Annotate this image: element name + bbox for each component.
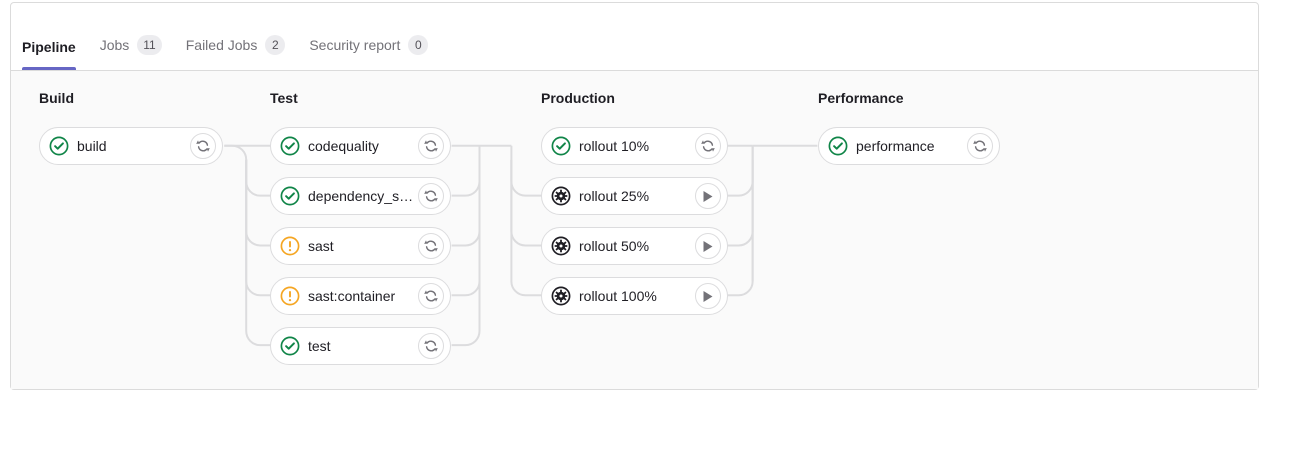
retry-icon (424, 189, 438, 203)
status-warning-icon (280, 286, 300, 306)
tab-jobs-label: Jobs (99, 37, 130, 53)
pipeline-graph: Build build Test codequality dependency_s…sa… (11, 71, 1258, 389)
retry-button[interactable] (695, 133, 721, 159)
tab-failed-jobs[interactable]: Failed Jobs 2 (174, 35, 298, 70)
connector-line (245, 159, 272, 297)
retry-button[interactable] (190, 133, 216, 159)
retry-button[interactable] (418, 133, 444, 159)
play-icon (702, 290, 714, 303)
tab-failed-jobs-badge: 2 (265, 35, 286, 55)
connector-line (510, 159, 542, 297)
tab-pipeline-label: Pipeline (22, 39, 76, 55)
retry-icon (973, 139, 987, 153)
job-sast[interactable]: sast (270, 227, 451, 265)
job-test[interactable]: test (270, 327, 451, 365)
job-name: build (77, 138, 107, 154)
tab-failed-jobs-label: Failed Jobs (185, 37, 258, 53)
status-success-icon (49, 136, 69, 156)
tab-jobs[interactable]: Jobs 11 (88, 35, 174, 70)
retry-icon (424, 289, 438, 303)
connector-line (727, 145, 754, 297)
play-button[interactable] (695, 233, 721, 259)
retry-button[interactable] (418, 233, 444, 259)
retry-button[interactable] (967, 133, 993, 159)
connector-line (245, 159, 272, 197)
connector-line (510, 159, 542, 197)
status-success-icon (828, 136, 848, 156)
status-manual-icon (551, 236, 571, 256)
stage-production-title: Production (541, 90, 615, 106)
job-name: rollout 50% (579, 238, 650, 254)
job-name: sast:container (308, 288, 396, 304)
connector-line (727, 145, 754, 197)
connector-line (727, 145, 754, 247)
job-rollout-100[interactable]: rollout 100% (541, 277, 728, 315)
job-dependency-s[interactable]: dependency_s… (270, 177, 451, 215)
play-button[interactable] (695, 283, 721, 309)
connector-line (451, 145, 481, 297)
job-sast-container[interactable]: sast:container (270, 277, 451, 315)
connector-line (510, 159, 542, 247)
connector-line (224, 144, 272, 347)
play-icon (702, 240, 714, 253)
pipeline-card: Pipeline Jobs 11 Failed Jobs 2 Security … (10, 2, 1259, 390)
job-name: rollout 25% (579, 188, 650, 204)
job-rollout-50[interactable]: rollout 50% (541, 227, 728, 265)
stage-test-title: Test (270, 90, 298, 106)
job-codequality[interactable]: codequality (270, 127, 451, 165)
job-name: rollout 10% (579, 138, 650, 154)
connector-line (451, 145, 481, 347)
tab-security-report-label: Security report (309, 37, 401, 53)
status-warning-icon (280, 236, 300, 256)
connector-line (245, 159, 272, 247)
retry-button[interactable] (418, 283, 444, 309)
status-success-icon (280, 336, 300, 356)
retry-icon (196, 139, 210, 153)
stage-performance-title: Performance (818, 90, 904, 106)
job-name: performance (856, 138, 935, 154)
stage-build-title: Build (39, 90, 74, 106)
retry-icon (701, 139, 715, 153)
tab-pipeline[interactable]: Pipeline (22, 39, 88, 70)
connector-line (451, 145, 481, 247)
status-manual-icon (551, 186, 571, 206)
retry-icon (424, 139, 438, 153)
job-name: rollout 100% (579, 288, 657, 304)
connector-line (451, 145, 481, 197)
job-rollout-10[interactable]: rollout 10% (541, 127, 728, 165)
pipeline-tab-bar: Pipeline Jobs 11 Failed Jobs 2 Security … (11, 3, 1258, 71)
job-name: codequality (308, 138, 379, 154)
tab-jobs-badge: 11 (137, 35, 162, 55)
status-success-icon (280, 136, 300, 156)
retry-icon (424, 239, 438, 253)
job-name: sast (308, 238, 334, 254)
status-success-icon (280, 186, 300, 206)
job-performance[interactable]: performance (818, 127, 1000, 165)
play-icon (702, 190, 714, 203)
tab-security-report[interactable]: Security report 0 (297, 35, 440, 70)
status-manual-icon (551, 286, 571, 306)
retry-icon (424, 339, 438, 353)
job-rollout-25[interactable]: rollout 25% (541, 177, 728, 215)
job-build[interactable]: build (39, 127, 223, 165)
retry-button[interactable] (418, 333, 444, 359)
tab-security-report-badge: 0 (408, 35, 429, 55)
job-name: dependency_s… (308, 188, 414, 204)
status-success-icon (551, 136, 571, 156)
job-name: test (308, 338, 331, 354)
retry-button[interactable] (418, 183, 444, 209)
play-button[interactable] (695, 183, 721, 209)
